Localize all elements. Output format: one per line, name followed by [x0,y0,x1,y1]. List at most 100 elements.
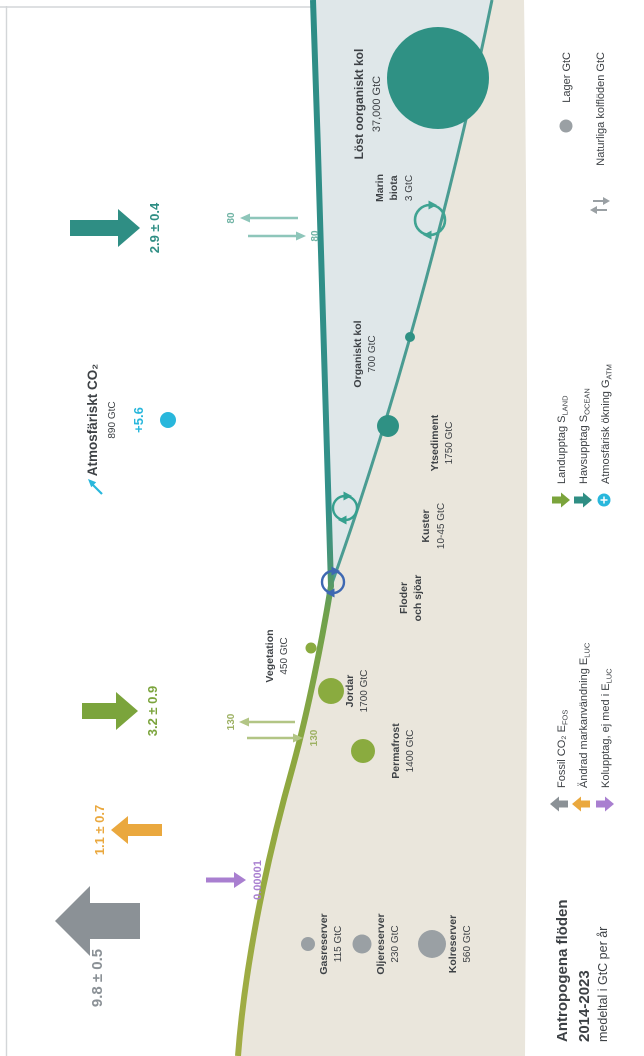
land-exchange-up-head [239,717,249,727]
marine-biota-label-line2: biota [388,175,400,200]
organic-carbon-label: Organiskt kol [352,320,364,387]
legend-uptake-text: Kolupptag, ej med i E [600,683,612,788]
figure-title-line3: medeltal i GtC per år [596,927,610,1042]
ocean-exchange-up-head [240,213,250,223]
gas-reserves-value: 115 GtC [333,926,344,963]
permafrost-value: 1400 GtC [405,730,416,773]
fossil-flux-value: 9.8 ± 0.5 [89,949,106,1007]
legend-stock-circle-icon [559,119,573,133]
ocean-exchange-up-value: 80 [226,212,237,224]
oil-reserves-label: Oljereserver [375,913,387,974]
coal-reserves-label: Kolreserver [447,915,459,973]
coast-cycle-arc-bottom [344,494,359,522]
rivers-cycle-arc-bottom [332,569,346,595]
legend-landuse-arrow-icon [572,796,590,812]
figure-title-line2: 2014-2023 [576,970,593,1042]
atmospheric-co2-dot [160,412,176,428]
legend-atm-increase-sub: ATM [605,364,614,379]
legend-land-uptake-arrow-icon [552,492,570,508]
legend-fossil-arrow-icon [550,796,568,812]
dissolved-inorganic-value: 37,000 GtC [371,76,383,132]
marine-biota-cycle-icon [413,200,447,240]
biota-cycle-arc-top [413,203,431,237]
legend-ocean-uptake-arrow-icon [574,492,592,508]
oil-reserves-circle [352,934,372,954]
atm-arrow-head [88,479,97,488]
land-use-change-arrow [111,816,162,844]
rivers-label-line1: Floder [398,582,410,614]
oil-reserves-value: 230 GtC [390,925,401,962]
atmospheric-co2-label: Atmosfäriskt CO₂ [85,364,100,477]
uptake-not-in-eluc-value: 0.00001 [252,860,264,900]
atm-arrow-shaft [92,484,103,495]
organic-carbon-value: 700 GtC [367,335,378,372]
rivers-label-line2: och sjöar [412,575,424,622]
dissolved-inorganic-label: Löst oorganiskt kol [352,49,366,160]
ocean-exchange-arrows [240,213,306,241]
ocean-region [313,0,492,586]
coasts-label: Kuster [420,509,432,542]
surface-sediment-label: Ytsediment [429,414,441,471]
permafrost-label: Permafrost [390,723,402,779]
carbon-uptake-not-in-eluc-arrow [206,872,246,888]
legend-atm-increase-label: Atmosfärisk ökning GATM [600,364,614,484]
legend-ocean-uptake-label: Havsupptag SOCEAN [578,388,592,484]
land-exchange-arrows [239,717,303,743]
legend-ocean-uptake-sub: OCEAN [583,388,592,415]
terrain-surface-line [235,0,335,1056]
gas-reserves-circle [301,937,315,951]
land-region [238,0,528,1056]
ocean-exchange-down-head [296,231,306,241]
rivers-cycle-head-left [326,588,335,598]
coal-reserves-circle [418,930,446,958]
legend-uptake-arrow-icon [596,796,614,812]
legend-natural-down-head [603,197,610,205]
ocean-exchange-down-value: 80 [310,230,321,242]
legend-uptake-label: Kolupptag, ej med i ELUC [600,668,614,788]
soils-value: 1700 GtC [359,670,370,713]
biota-cycle-head-left [423,230,432,240]
atmospheric-increase-value: +5.6 [131,407,146,433]
legend-land-uptake-label: Landupptag SLAND [556,395,570,484]
rivers-cycle-icon [320,566,346,598]
ocean-sink-arrow [70,209,140,247]
permafrost-circle [351,739,375,763]
surface-sediment-value: 1750 GtC [444,422,455,465]
land-sink-arrow [82,692,138,730]
organic-carbon-dot [405,332,415,342]
marine-biota-value: 3 GtC [404,175,415,201]
land-exchange-up-value: 130 [226,713,237,730]
legend-uptake-sub: LUC [605,668,614,684]
coasts-value: 10-45 GtC [436,503,447,549]
soils-circle [318,678,344,704]
coal-reserves-value: 560 GtC [462,925,473,962]
legend-fossil-text: Fossil CO₂ E [556,725,568,788]
land-sink-value: 3.2 ± 0.9 [145,686,160,737]
land-exchange-down-value: 130 [309,729,320,746]
land-exchange-down-head [293,733,303,743]
legend-landuse-text: Ändrad markanvändning E [578,658,590,788]
coast-cycle-icon [331,491,359,525]
vegetation-value: 450 GtC [279,637,290,674]
fossil-emissions-arrow [55,886,140,956]
legend-landuse-label: Ändrad markanvändning ELUC [578,642,592,788]
atmospheric-co2-stock: 890 GtC [107,401,118,438]
marine-biota-label-line1: Marin [374,174,386,202]
legend-land-uptake-text: Landupptag S [556,415,568,484]
land-use-flux-value: 1.1 ± 0.7 [92,805,107,856]
legend-stocks-label: Lager GtC [561,52,573,103]
ocean-sink-value: 2.9 ± 0.4 [147,202,162,253]
legend-natural-up-head [590,206,597,214]
legend-natural-fluxes-label: Naturliga kolflöden GtC [595,52,607,166]
legend-atm-increase-icon [597,493,611,507]
atmospheric-increase-icon [88,479,103,495]
legend-land-uptake-sub: LAND [561,395,570,416]
legend-atm-increase-text: Atmosfärisk ökning G [600,379,612,484]
legend-ocean-uptake-text: Havsupptag S [578,415,590,484]
dissolved-inorganic-carbon-circle [387,27,489,129]
legend-natural-flux-icon [590,197,610,214]
surface-sediment-circle [377,415,399,437]
